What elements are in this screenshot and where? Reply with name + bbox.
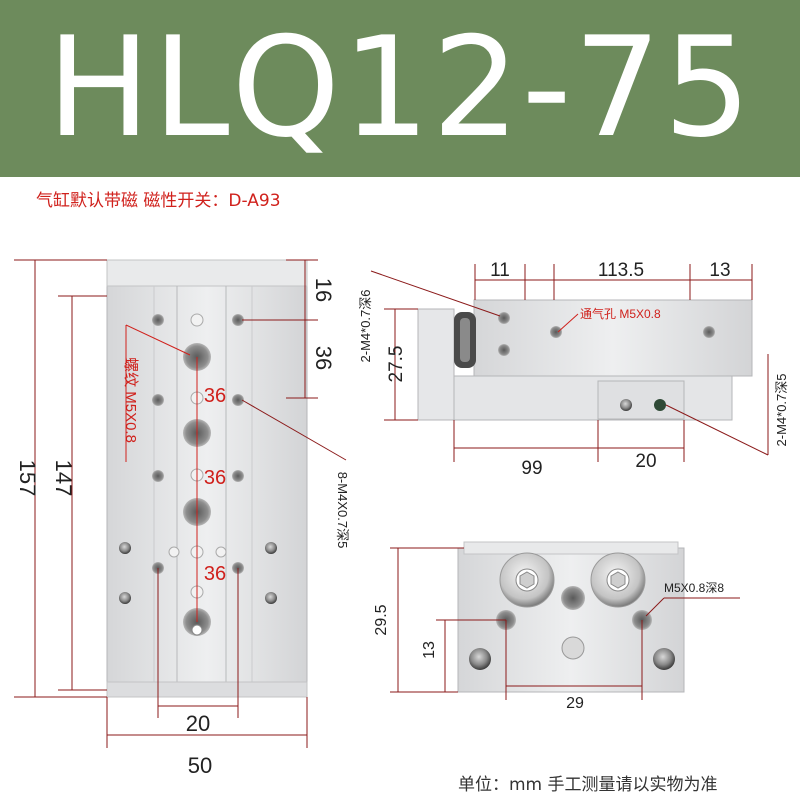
magnet-switch-indicator <box>654 399 666 411</box>
side-view-stopper-face <box>460 318 470 362</box>
side-view-slide-table <box>473 299 753 377</box>
mounting-screw <box>265 542 277 554</box>
m4-thread-hole <box>232 394 244 406</box>
thread-callout: 螺纹 M5X0.8 <box>122 357 139 443</box>
dim-width: 50 <box>188 753 212 778</box>
end-view: 29.5 13 29 M5X0.8深8 <box>373 541 740 712</box>
m4-thread-hole <box>152 314 164 326</box>
pitch-label: 36 <box>204 467 226 489</box>
mounting-screw <box>119 542 131 554</box>
m4-thread-hole <box>232 314 244 326</box>
m5-thread-hole-bore <box>191 624 203 636</box>
leader-line <box>241 399 347 461</box>
title-banner: HLQ12-75 <box>0 0 800 177</box>
dim-slot-width: 20 <box>186 711 210 736</box>
bottom-center-hole <box>561 636 585 660</box>
hex-socket-shape <box>610 571 626 589</box>
dim-right-offset: 13 <box>709 260 730 281</box>
top-view-bottom-plate <box>106 681 308 698</box>
dim-hole-height: 13 <box>421 641 438 659</box>
air-port-hole <box>703 326 715 338</box>
magnet-switch-note: 气缸默认带磁 磁性开关：D-A93 <box>36 191 281 211</box>
hex-socket-shape <box>519 571 535 589</box>
center-small-hole <box>215 546 227 558</box>
leader-line <box>370 270 501 317</box>
center-small-hole <box>190 313 204 327</box>
top-view-top-plate <box>106 259 308 287</box>
dim-port-span: 113.5 <box>598 260 644 281</box>
dim-overall-length: 157 <box>15 460 40 497</box>
leader-line <box>557 313 579 333</box>
top-view: 157 147 16 36 50 20 36 36 36 螺纹 M5X0.8 8… <box>14 259 350 778</box>
m4-thread-hole <box>498 312 510 324</box>
leader-line <box>125 324 191 356</box>
air-port-hole <box>550 326 562 338</box>
center-port <box>561 586 585 610</box>
pitch-label: 36 <box>204 563 226 585</box>
leader-line <box>645 597 665 617</box>
m4-thread-hole <box>232 470 244 482</box>
end-view-top-plate <box>463 541 679 555</box>
side-view-port-block <box>597 380 685 420</box>
air-port-callout: 通气孔 M5X0.8 <box>580 306 661 321</box>
mounting-screw <box>265 592 277 604</box>
m5-port-callout: M5X0.8深8 <box>664 581 724 595</box>
m4-thread-hole <box>152 470 164 482</box>
side-view-end-plate <box>417 308 455 421</box>
pitch-label: 36 <box>204 385 226 407</box>
right-hole-callout: 2-M4*0.7深5 <box>774 374 789 447</box>
leader-line <box>665 404 769 456</box>
m4-thread-hole <box>498 344 510 356</box>
m4-thread-hole <box>152 394 164 406</box>
dim-height: 27.5 <box>386 346 407 383</box>
dim-edge-offset: 16 <box>311 278 336 302</box>
dim-end-height: 29.5 <box>373 604 390 635</box>
mounting-screw <box>469 648 491 670</box>
mounting-screw <box>620 399 632 411</box>
hole-callout: 8-M4X0.7深5 <box>335 472 350 549</box>
dim-first-pitch: 36 <box>311 346 336 370</box>
unit-note: 单位：mm 手工测量请以实物为准 <box>458 775 718 795</box>
dim-hole-span: 147 <box>51 460 76 497</box>
dim-base-span: 20 <box>635 451 656 472</box>
mounting-screw <box>653 648 675 670</box>
left-hole-callout: 2-M4*0.7深6 <box>358 290 373 363</box>
side-view-base <box>453 375 733 421</box>
side-view: 11 113.5 13 27.5 99 20 2-M4*0.7深6 2-M4*0… <box>358 260 789 479</box>
center-small-hole <box>168 546 180 558</box>
model-title: HLQ12-75 <box>46 7 754 168</box>
mounting-screw <box>119 592 131 604</box>
dim-left-offset: 11 <box>490 260 510 281</box>
dim-base-length: 99 <box>521 458 542 479</box>
dim-hole-span: 29 <box>566 695 584 712</box>
